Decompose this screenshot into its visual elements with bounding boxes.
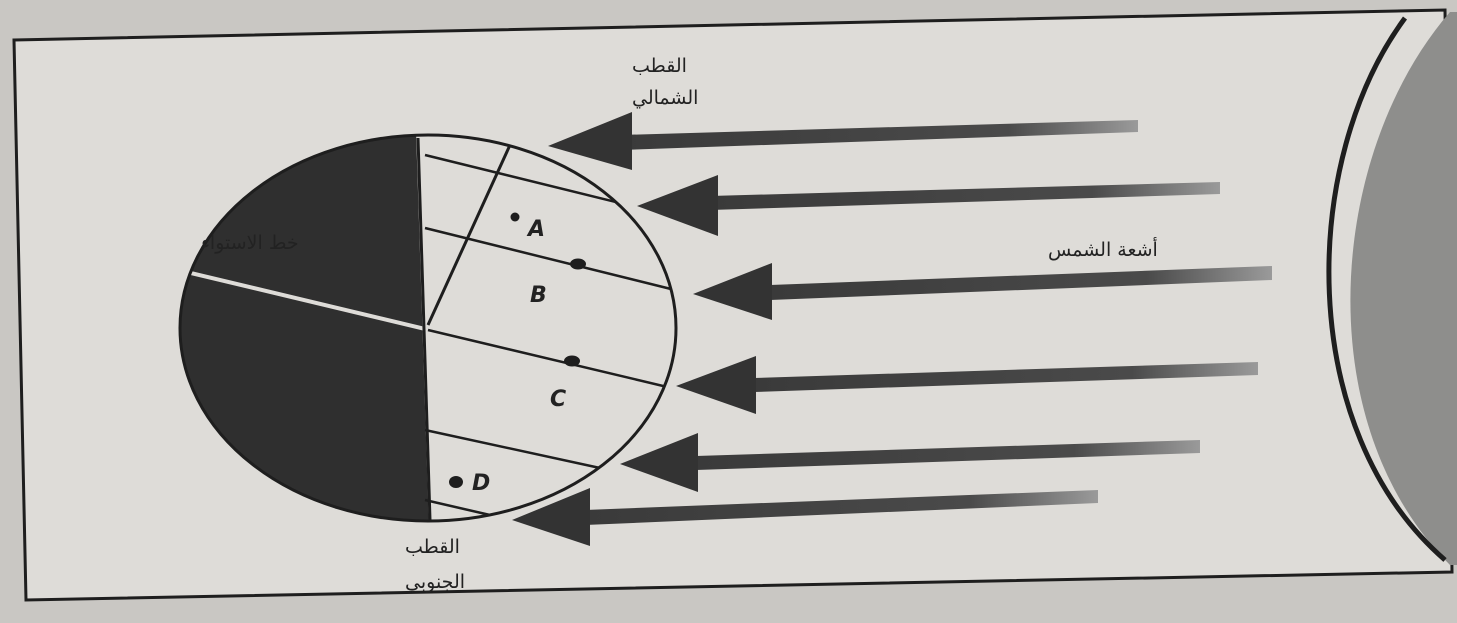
- sun-ray-arrow: [637, 175, 1220, 236]
- rotation-axis: [426, 144, 512, 326]
- point-a-dot: [510, 212, 520, 222]
- terminator-line: [416, 137, 432, 521]
- equator-line-day: [427, 328, 676, 392]
- sun-rays: [512, 112, 1272, 546]
- sun-outline: [1326, 16, 1447, 562]
- equator-label: خط الاستواء: [201, 232, 299, 254]
- point-c-label: C: [550, 387, 566, 412]
- sun-shape: [1350, 12, 1457, 565]
- sun-ray-arrow: [512, 488, 1098, 546]
- south-pole-label-line2: الجنوبي: [405, 571, 465, 593]
- latitude-line: [424, 428, 601, 470]
- sun-rays-label: أشعة الشمس: [1048, 237, 1158, 261]
- north-pole-label-line1: القطب: [632, 55, 687, 77]
- point-c-dot: [564, 355, 580, 367]
- sun-ray-arrow: [693, 263, 1272, 320]
- point-b-label: B: [530, 283, 547, 308]
- point-a-label: A: [526, 217, 545, 242]
- sun-ray-arrow: [676, 356, 1258, 414]
- sun-ray-arrow: [548, 112, 1138, 170]
- globe-outline: [178, 133, 678, 523]
- south-pole-label-line1: القطب: [405, 536, 460, 558]
- point-b-dot: [570, 258, 586, 270]
- point-d-label: D: [472, 471, 490, 496]
- latitude-line: [424, 153, 641, 210]
- latitude-line: [424, 498, 491, 517]
- point-d-dot: [449, 476, 463, 488]
- sun-ray-arrow: [620, 433, 1200, 492]
- north-pole-label-line2: الشمالي: [632, 87, 698, 109]
